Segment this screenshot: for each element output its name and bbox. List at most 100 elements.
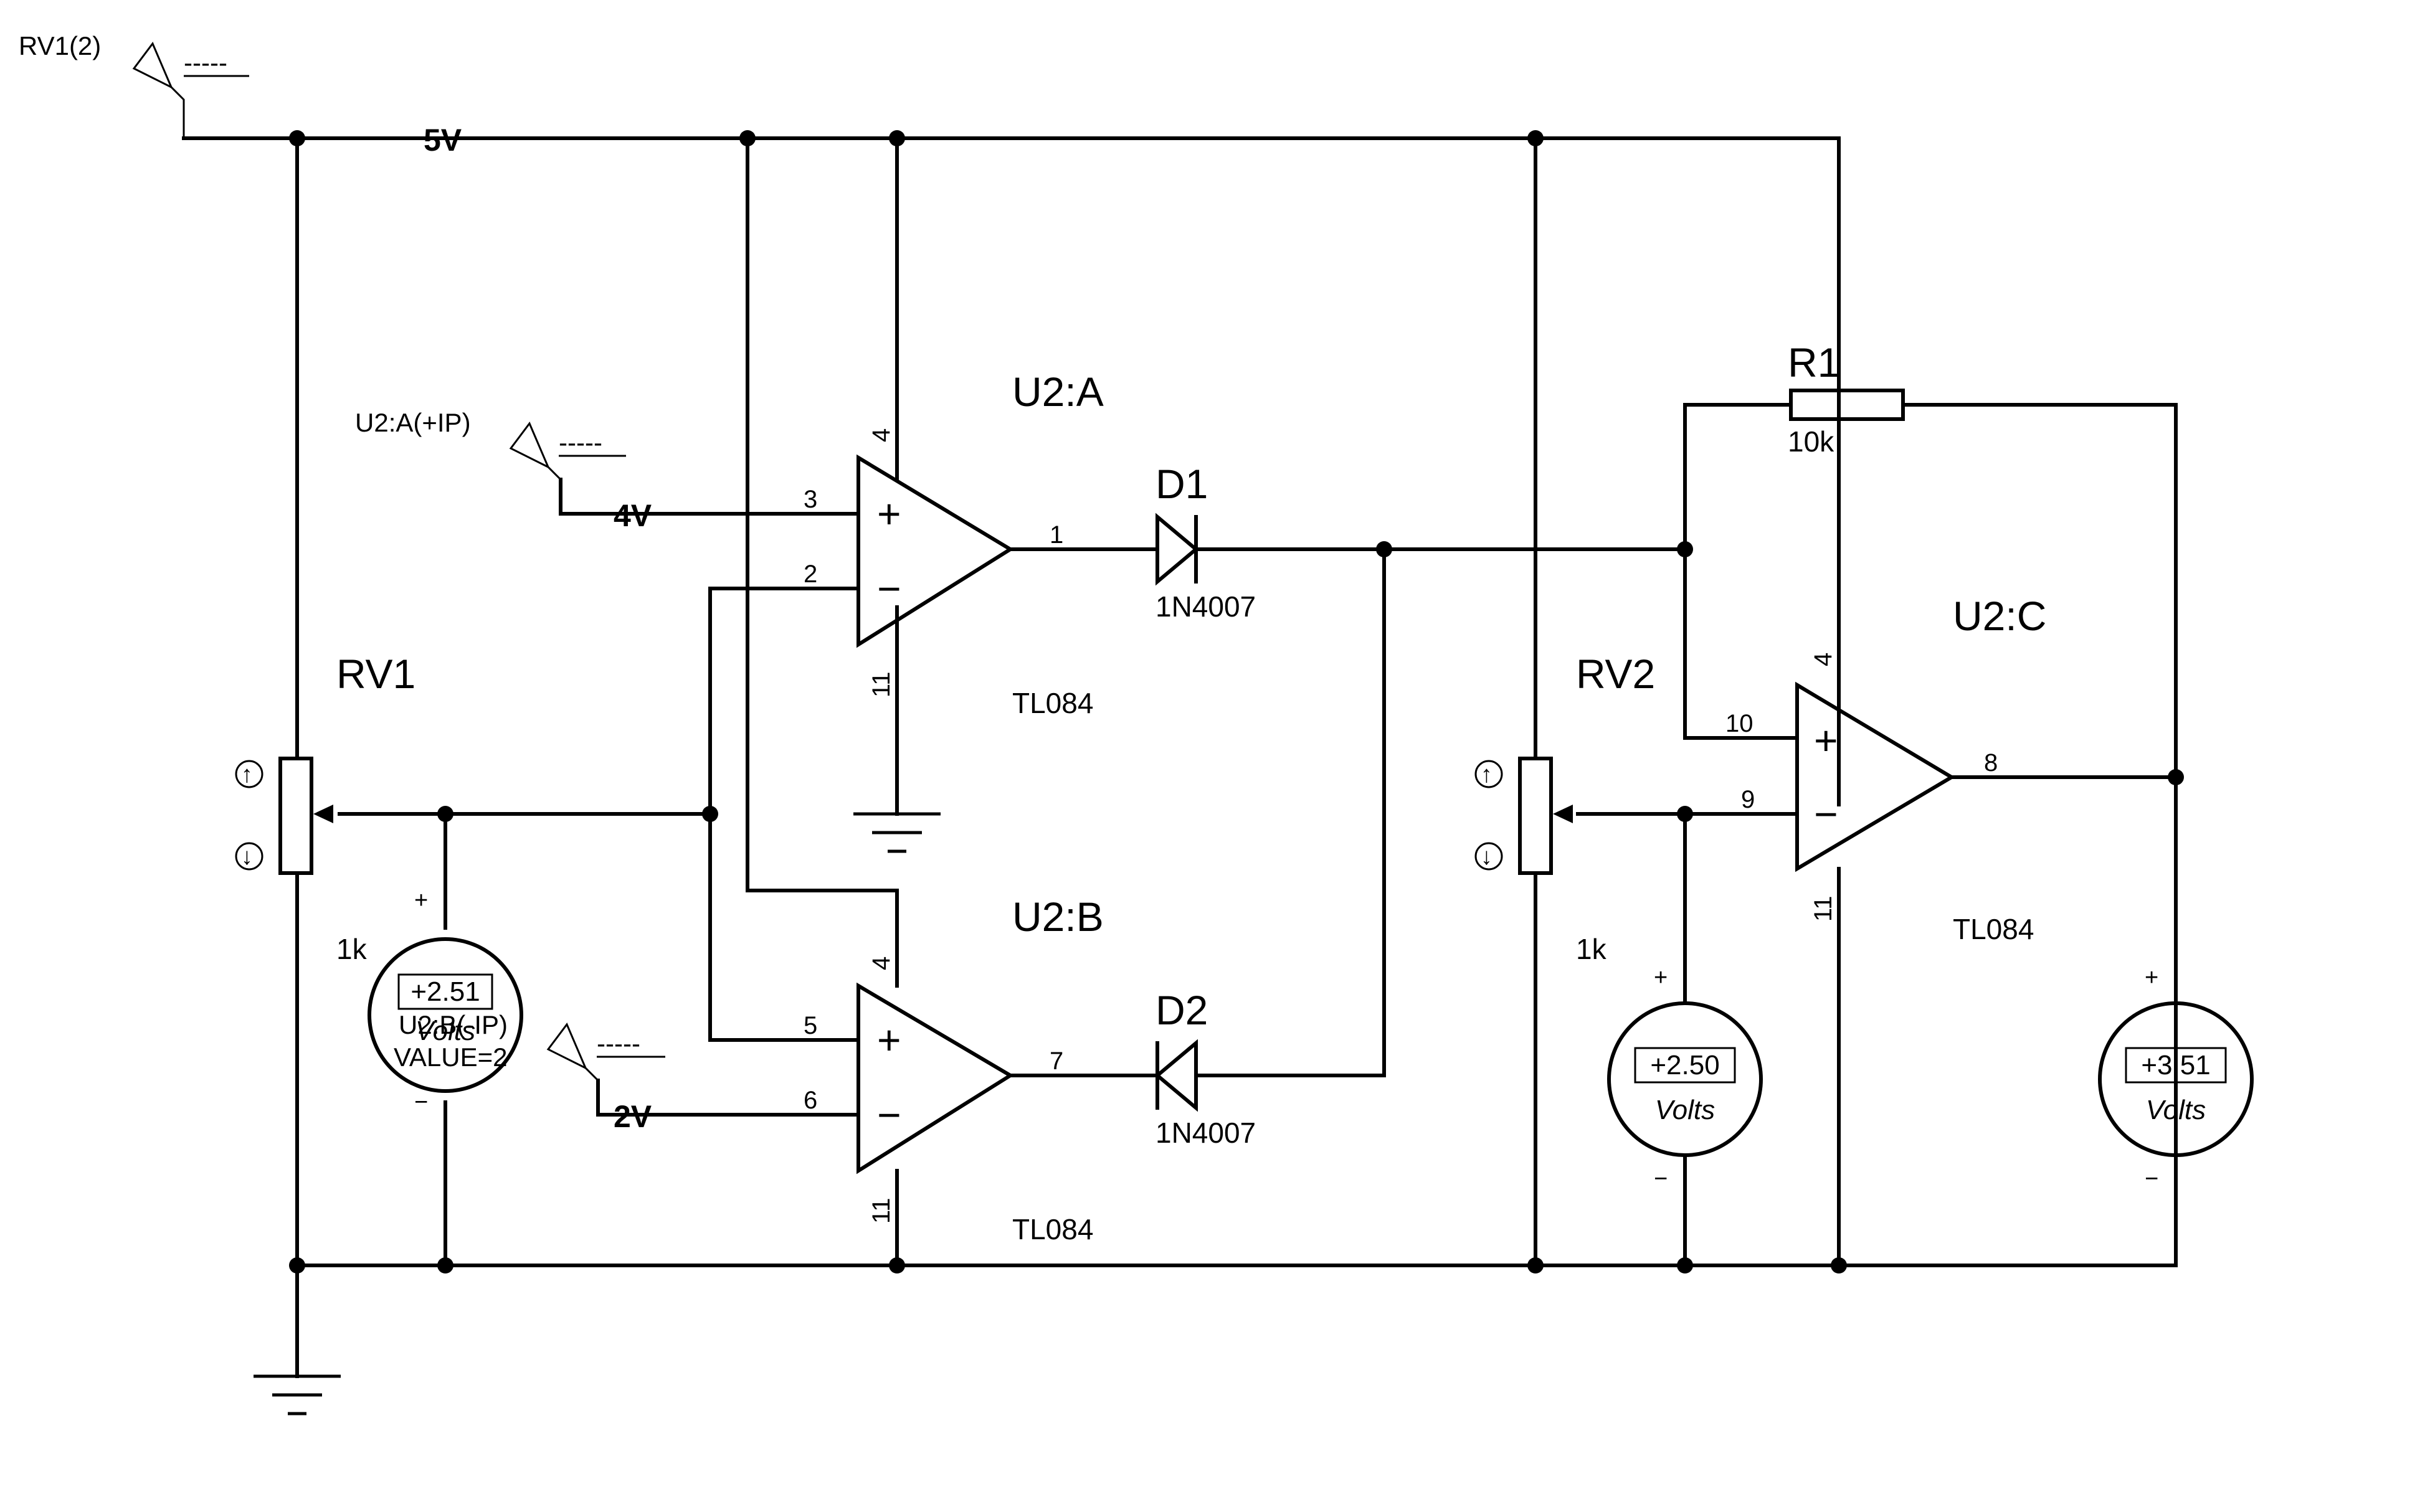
resistor-ref: R1 [1788,339,1840,385]
voltmeter-3: +3.51 Volts + − [2098,965,2254,1192]
pot-up-arrow-icon: ↑ [1481,762,1492,788]
voltmeter-1: +2.51 Volts + − [368,887,523,1115]
voltage-probe-symbol [546,1023,599,1115]
probe-dashes: ----- [184,48,227,77]
wires [182,136,2178,1378]
wire-d2-to-node [1194,547,1386,1077]
voltage-probe-symbol [132,42,185,138]
diode-d1: D1 1N4007 [1156,461,1256,623]
pin-number: 11 [1810,895,1837,922]
pot-ref: RV1 [336,651,415,697]
opamp-ref: U2:C [1953,593,2046,639]
resistor-r1: R1 10k [1788,339,1905,458]
opamp-symbol [1795,681,1955,872]
probe-dashes: ----- [597,1029,640,1058]
pot-value: 1k [1576,933,1607,965]
voltmeter-symbol [1607,1001,1763,1157]
opamp-minus-sign: − [877,1092,901,1138]
wiper-arrow [1553,805,1573,823]
junction-dot [739,130,756,146]
diode-part: 1N4007 [1156,590,1256,623]
pot-down-button[interactable] [235,842,263,871]
junctions [289,130,2184,1273]
opamp-minus-sign: − [1814,791,1838,837]
voltmeter-plus-terminal: + [414,887,428,914]
voltmeter-plus-terminal: + [1654,965,1668,991]
pin-number: 11 [868,1198,895,1224]
pin-number: 4 [868,957,895,970]
pot-down-button[interactable] [1474,842,1503,871]
junction-dot [1527,1257,1544,1273]
pot-down-arrow-icon: ↓ [241,844,253,870]
net-label-4v: 4V [614,498,652,533]
pin-number: 8 [1984,749,1998,777]
wire-1200-vcc-to-u2b [746,136,899,988]
pin-number: 1 [1050,521,1063,549]
opamp-part: TL084 [1012,1213,1093,1245]
opamp-ref: U2:B [1012,894,1104,940]
ground-symbol [853,812,941,853]
pot-up-button[interactable] [1474,760,1503,788]
junction-dot [1527,130,1544,146]
pin-number: 6 [804,1087,817,1114]
wire-wiper-to-u2b-plus [708,812,860,1042]
diode-symbol [1154,1039,1198,1112]
junction-dot [1677,1257,1693,1273]
net-label-2v: 2V [614,1099,652,1134]
potentiometer-rv1: ↑ ↓ RV1 1k [235,651,415,965]
junction-dot [1677,541,1693,557]
pin-number: 7 [1050,1047,1063,1075]
voltmeter-display [397,973,493,1010]
opamp-symbol [857,982,1014,1174]
junction-dot [1677,806,1693,822]
net-label-5v: 5V [424,123,462,158]
voltmeter-reading: +2.50 [1650,1050,1719,1080]
voltmeter-units: Volts [2146,1095,2206,1125]
pin-number: 2 [804,560,817,588]
voltmeter-units: Volts [1655,1095,1715,1125]
opamp-symbol [857,454,1014,648]
voltmeter-symbol [2098,1001,2254,1157]
voltage-probe-u2a: U2:A(+IP) ----- [355,408,626,514]
pin-number: 5 [804,1012,817,1039]
wire-r1-right [1901,403,2178,1267]
junction-dot [702,806,718,822]
voltmeter-display [2125,1047,2227,1084]
junction-dot [889,1257,905,1273]
voltage-probe-u2b: U2:B(-IP) VALUE=2 ----- [394,1010,665,1115]
voltmeter-reading: +2.51 [410,976,480,1007]
probe-value: VALUE=2 [394,1042,508,1072]
voltmeter-symbol [368,937,523,1093]
voltmeter-display [1634,1047,1736,1084]
opamp-minus-sign: − [877,565,901,612]
pin-number: 9 [1741,786,1755,813]
pin-number: 10 [1725,710,1753,737]
voltmeter-plus-terminal: + [2145,965,2158,991]
wire-feedback-left [1683,403,1799,740]
potentiometer-symbol [1518,757,1553,875]
diode-ref: D2 [1156,987,1208,1033]
pot-up-button[interactable] [235,760,263,788]
opamp-u2b: + − U2:B TL084 5 6 7 4 11 [804,894,1104,1245]
junction-dot [437,1257,453,1273]
voltmeter-minus-terminal: − [2145,1166,2158,1192]
pot-up-arrow-icon: ↑ [241,762,253,788]
ground-symbol [254,1374,341,1415]
opamp-plus-sign: + [1814,717,1838,763]
voltage-probe-symbol [509,422,562,514]
wiper-arrow [313,805,333,823]
diode-ref: D1 [1156,461,1208,507]
potentiometer-rv2: ↑ ↓ RV2 1k [1474,651,1655,965]
probe-label: RV1(2) [19,31,101,60]
junction-dot [437,806,453,822]
opamp-u2a: + − U2:A TL084 3 2 1 4 11 [804,369,1104,719]
opamp-part: TL084 [1953,913,2034,945]
pot-ref: RV2 [1576,651,1655,697]
probe-label: U2:A(+IP) [355,408,471,437]
junction-dot [889,130,905,146]
junction-dot [289,1257,305,1273]
potentiometer-symbol [278,757,313,875]
pin-number: 4 [868,428,895,442]
voltmeter-units: Volts [415,1016,475,1046]
